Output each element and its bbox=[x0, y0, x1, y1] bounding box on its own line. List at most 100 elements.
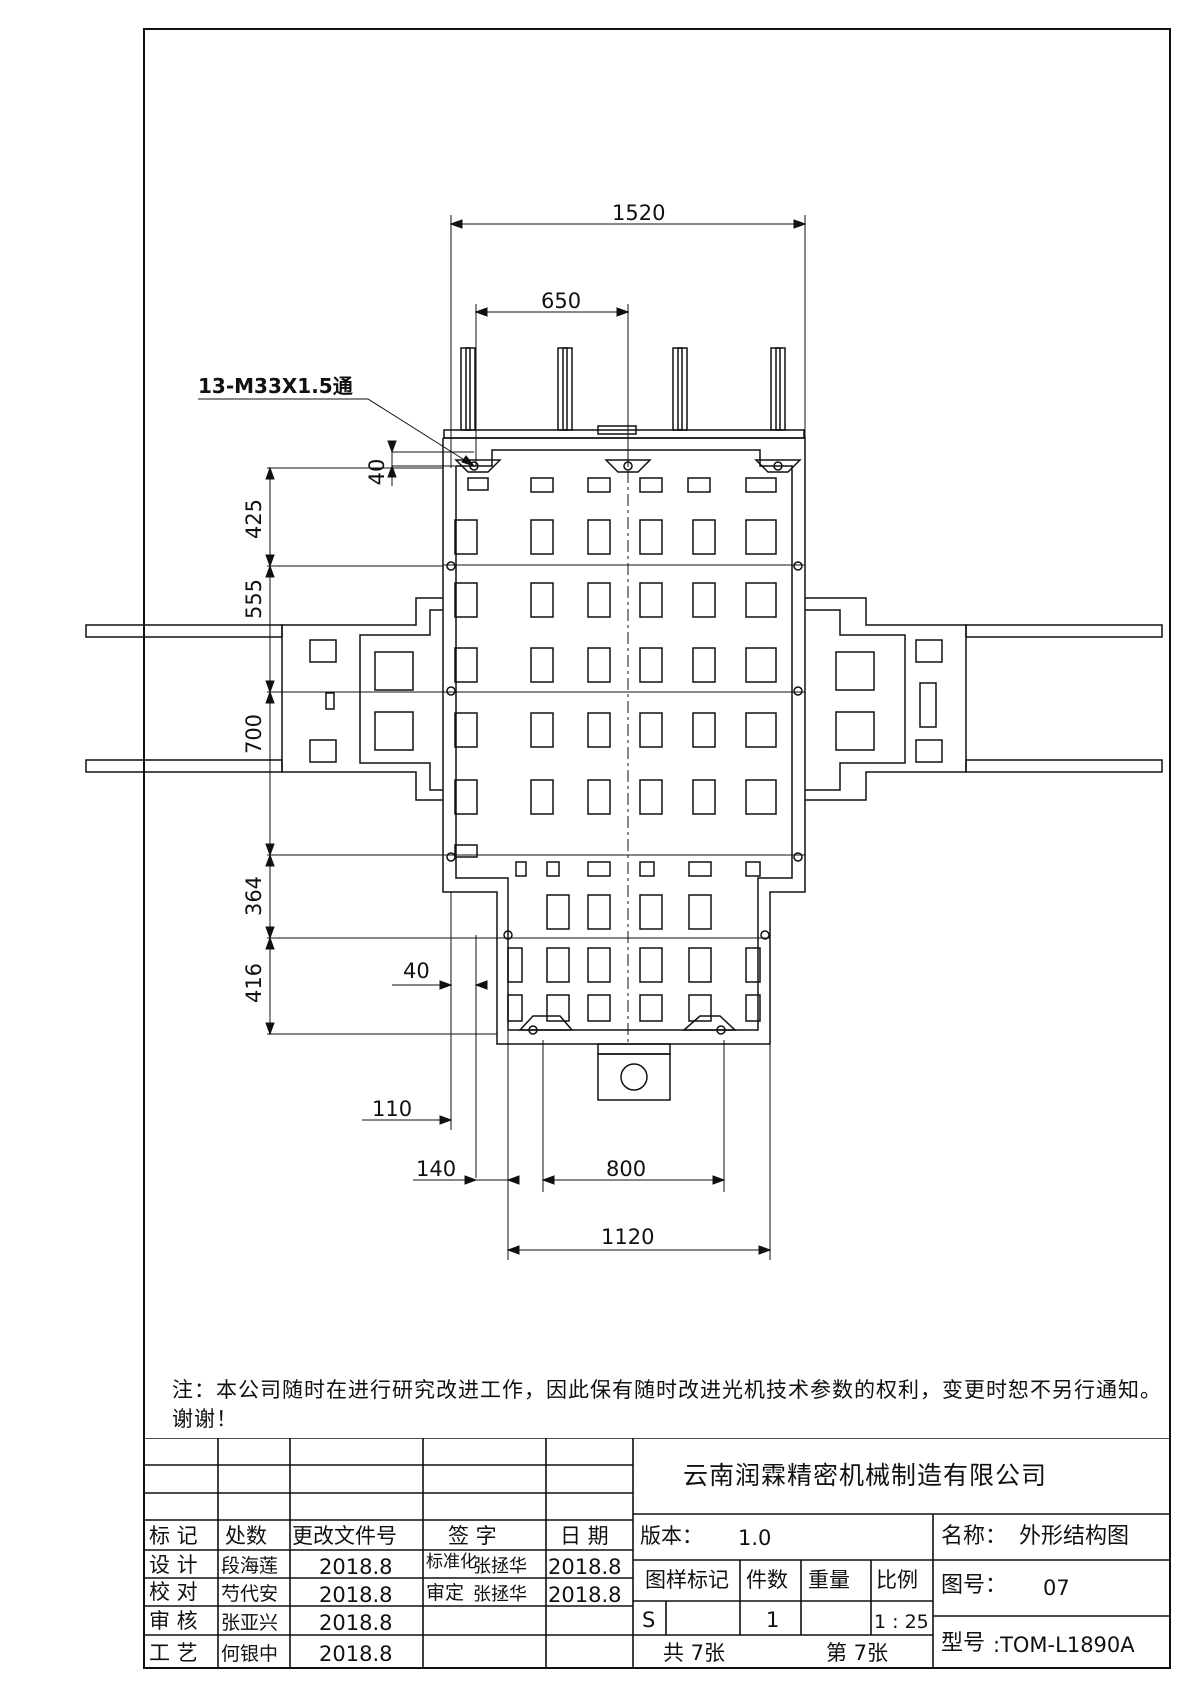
dim-700: 700 bbox=[242, 714, 266, 754]
dim-555: 555 bbox=[242, 579, 266, 619]
date-check: 2018.8 bbox=[319, 1583, 393, 1607]
pocket bbox=[692, 779, 716, 815]
pocket bbox=[639, 582, 663, 618]
mark-value-scale: 1 : 25 bbox=[874, 1611, 929, 1633]
table-pockets bbox=[454, 477, 777, 1022]
role-standardization: 标准化 bbox=[426, 1552, 477, 1572]
right-side-housing bbox=[805, 597, 967, 801]
dim-140: 140 bbox=[416, 1157, 456, 1181]
pocket bbox=[587, 647, 611, 683]
pocket bbox=[692, 712, 716, 748]
pocket bbox=[745, 582, 777, 618]
pocket bbox=[530, 582, 554, 618]
thread-callout: 13-M33X1.5通 bbox=[198, 374, 353, 398]
pocket bbox=[530, 477, 554, 493]
pocket bbox=[587, 994, 611, 1022]
pocket bbox=[515, 861, 527, 877]
pocket bbox=[587, 712, 611, 748]
left-side-housing bbox=[281, 597, 443, 801]
name-standardization: 张拯华 bbox=[473, 1556, 527, 1577]
pocket bbox=[639, 779, 663, 815]
pocket bbox=[688, 994, 712, 1022]
date-process: 2018.8 bbox=[319, 1642, 393, 1666]
pocket bbox=[639, 519, 663, 555]
model-label: 型号 bbox=[941, 1631, 986, 1656]
pocket bbox=[587, 582, 611, 618]
drawing-frame bbox=[143, 28, 1171, 1669]
version-label: 版本： bbox=[640, 1524, 703, 1548]
mark-value-sample: S bbox=[642, 1608, 656, 1632]
drawing-no-value: 07 bbox=[1043, 1576, 1070, 1600]
role-approve: 审定 bbox=[426, 1582, 465, 1604]
header-change-doc: 更改文件号 bbox=[292, 1524, 397, 1548]
m33-holes bbox=[446, 459, 803, 1035]
role-review: 审 核 bbox=[149, 1609, 198, 1633]
worktable-outline bbox=[442, 437, 806, 1045]
pocket bbox=[454, 712, 478, 748]
header-count: 处数 bbox=[225, 1524, 267, 1548]
pocket bbox=[745, 947, 761, 983]
name-check: 芍代安 bbox=[221, 1583, 279, 1605]
date-approve: 2018.8 bbox=[548, 1583, 622, 1607]
sheets-total: 共 7张 bbox=[663, 1641, 726, 1665]
pocket bbox=[745, 647, 777, 683]
pocket bbox=[692, 647, 716, 683]
name-design: 段海莲 bbox=[221, 1555, 279, 1577]
dim-800: 800 bbox=[606, 1157, 646, 1181]
title-block: 云南润霖精密机械制造有限公司 标 记 处数 更改文件号 签 字 日 期 设 计 … bbox=[143, 1438, 1171, 1669]
name-process: 何银中 bbox=[221, 1643, 279, 1665]
role-process: 工 艺 bbox=[149, 1641, 198, 1665]
pocket bbox=[546, 861, 560, 877]
name-review: 张亚兴 bbox=[221, 1612, 279, 1634]
pocket bbox=[467, 477, 489, 491]
header-date: 日 期 bbox=[560, 1524, 609, 1548]
dim-40-top: 40 bbox=[365, 459, 389, 486]
pocket bbox=[454, 647, 478, 683]
layout-drawing: 1520 650 40 425 555 700 364 416 40 110 1… bbox=[85, 201, 1163, 1260]
sheet-number: 第 7张 bbox=[826, 1641, 889, 1665]
date-standardization: 2018.8 bbox=[548, 1555, 622, 1579]
mark-header-scale: 比例 bbox=[876, 1568, 918, 1592]
name-label: 名称： bbox=[941, 1524, 1008, 1549]
model-value: :TOM-L1890A bbox=[993, 1633, 1135, 1657]
pocket bbox=[745, 779, 777, 815]
role-design: 设 计 bbox=[149, 1553, 198, 1577]
pocket bbox=[745, 477, 777, 493]
dim-364: 364 bbox=[242, 876, 266, 916]
dim-1520: 1520 bbox=[612, 201, 665, 225]
pocket bbox=[587, 477, 611, 493]
title-block-grid bbox=[143, 1438, 1171, 1669]
pocket bbox=[745, 519, 777, 555]
mark-header-count: 件数 bbox=[746, 1568, 788, 1592]
pocket bbox=[639, 477, 663, 493]
pocket bbox=[587, 861, 611, 877]
pocket bbox=[587, 894, 611, 930]
pocket bbox=[688, 894, 712, 930]
dim-425: 425 bbox=[242, 499, 266, 539]
header-mark: 标 记 bbox=[149, 1524, 198, 1548]
pocket bbox=[454, 779, 478, 815]
drawing-no-label: 图号： bbox=[941, 1573, 1008, 1598]
pocket bbox=[745, 994, 761, 1022]
disclaimer-note: 注：本公司随时在进行研究改进工作，因此保有随时改进光机技术参数的权利，变更时恕不… bbox=[172, 1378, 1162, 1431]
pocket bbox=[587, 519, 611, 555]
pocket bbox=[688, 947, 712, 983]
pocket bbox=[546, 994, 570, 1022]
pocket bbox=[530, 519, 554, 555]
pocket bbox=[530, 647, 554, 683]
pocket bbox=[507, 947, 523, 983]
mark-header-sample: 图样标记 bbox=[645, 1568, 729, 1592]
pocket bbox=[587, 947, 611, 983]
pocket bbox=[530, 712, 554, 748]
dim-110: 110 bbox=[372, 1097, 412, 1121]
mark-header-weight: 重量 bbox=[808, 1568, 850, 1592]
role-check: 校 对 bbox=[149, 1580, 198, 1604]
pocket bbox=[639, 894, 663, 930]
date-review: 2018.8 bbox=[319, 1611, 393, 1635]
pocket bbox=[530, 779, 554, 815]
dimension-lines bbox=[198, 215, 806, 1260]
pocket bbox=[745, 712, 777, 748]
company-name: 云南润霖精密机械制造有限公司 bbox=[683, 1461, 1048, 1490]
pocket bbox=[454, 582, 478, 618]
dim-1120: 1120 bbox=[601, 1225, 654, 1249]
